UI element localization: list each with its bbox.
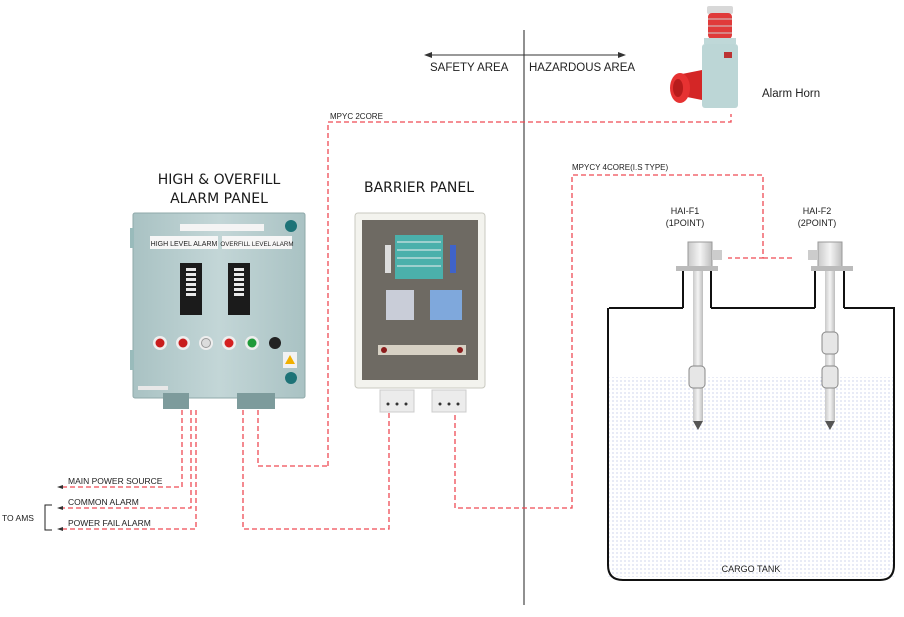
- white-lamp-icon: [201, 338, 211, 348]
- sensor2-name: HAI-F2: [803, 206, 832, 216]
- overfill-plate-text: OVERFILL LEVEL ALARM: [220, 241, 293, 248]
- barrier-panel: [354, 212, 486, 413]
- main-power-wire: [62, 410, 183, 488]
- sensor2-type: (2POINT): [798, 218, 837, 228]
- sensor-hai-f1: [676, 241, 722, 430]
- sensor-hai-f2: [808, 241, 853, 430]
- barrier-panel-title: BARRIER PANEL: [364, 180, 474, 196]
- selector-switch-icon: [269, 337, 281, 349]
- arrow-left-icon: [57, 527, 63, 531]
- power-fail-wire: [62, 410, 197, 530]
- arrow-right-icon: [618, 52, 626, 58]
- alarm-horn-icon: [670, 6, 738, 108]
- to-ams-label: TO AMS: [2, 513, 34, 523]
- red-lamp-icon: [224, 338, 234, 348]
- green-lamp-icon: [247, 338, 257, 348]
- horn-cable-label: MPYC 2CORE: [330, 112, 383, 121]
- alarm-panel-title-1: HIGH & OVERFILL: [158, 172, 281, 188]
- horn-cable-wire: [327, 114, 732, 466]
- red-lamp-icon: [178, 338, 188, 348]
- panel-to-horn-wire: [257, 410, 328, 467]
- sensor1-type: (1POINT): [666, 218, 705, 228]
- alarm-panel-title-2: ALARM PANEL: [170, 191, 268, 207]
- ams-bracket: [44, 504, 52, 531]
- arrow-left-icon: [57, 485, 63, 489]
- sensor-cable-label: MPYCY 4CORE(I.S TYPE): [572, 163, 669, 172]
- arrow-left-icon: [424, 52, 432, 58]
- cargo-tank-label: CARGO TANK: [722, 564, 781, 574]
- cargo-tank: [607, 268, 895, 581]
- alarm-panel: HIGH LEVEL ALARM OVERFILL LEVEL ALARM: [130, 212, 306, 409]
- main-power-label: MAIN POWER SOURCE: [68, 476, 163, 486]
- float-icon: [821, 365, 839, 389]
- warning-icon: [285, 355, 295, 364]
- arrow-left-icon: [57, 506, 63, 510]
- overfill-level-plate: [222, 236, 292, 249]
- tank-liquid: [608, 377, 894, 577]
- panel-bolt-icon: [285, 220, 297, 232]
- power-fail-label: POWER FAIL ALARM: [68, 518, 151, 528]
- red-lamp-icon: [155, 338, 165, 348]
- safety-area-label: SAFETY AREA: [430, 62, 509, 74]
- common-alarm-wire: [62, 410, 192, 509]
- alarm-horn-label: Alarm Horn: [762, 88, 820, 100]
- panel-to-barrier-wire: [242, 410, 390, 530]
- hazardous-area-label: HAZARDOUS AREA: [529, 62, 635, 74]
- high-level-plate: [150, 236, 218, 249]
- float-icon: [821, 331, 839, 355]
- common-alarm-label: COMMON ALARM: [68, 497, 139, 507]
- high-level-plate-text: HIGH LEVEL ALARM: [151, 241, 218, 248]
- panel-bolt-icon: [285, 372, 297, 384]
- float-icon: [688, 365, 706, 389]
- sensor1-name: HAI-F1: [671, 206, 700, 216]
